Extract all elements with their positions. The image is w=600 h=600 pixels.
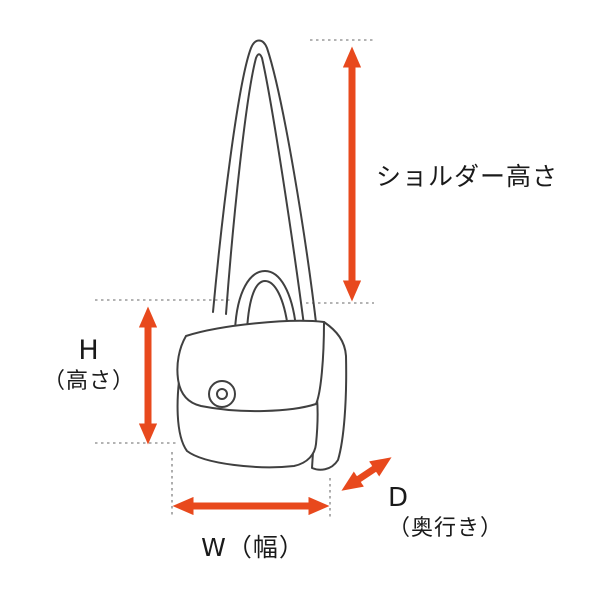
- shoulder-strap-outer: [212, 39, 318, 332]
- width-label: W（幅）: [201, 533, 305, 562]
- height-name: （高さ）: [42, 368, 135, 394]
- shoulder-strap-inner: [225, 53, 306, 334]
- handle-outer: [234, 270, 297, 331]
- depth-arrow: [341, 457, 392, 491]
- depth-symbol: D: [388, 483, 410, 513]
- handle-inner: [246, 280, 289, 331]
- height-label: H （高さ）: [30, 334, 148, 395]
- guide-lines: [95, 39, 374, 518]
- bag-drawing: [176, 39, 348, 471]
- depth-name: （奥行き）: [388, 515, 504, 541]
- shoulder-height-label: ショルダー高さ: [376, 162, 559, 191]
- measurement-arrows: [138, 46, 392, 516]
- height-symbol: H: [78, 335, 100, 366]
- clasp-button-inner: [216, 388, 228, 400]
- clasp-button-outer: [208, 380, 236, 408]
- bag-flap: [176, 319, 325, 413]
- depth-label: D （奥行き）: [388, 482, 503, 542]
